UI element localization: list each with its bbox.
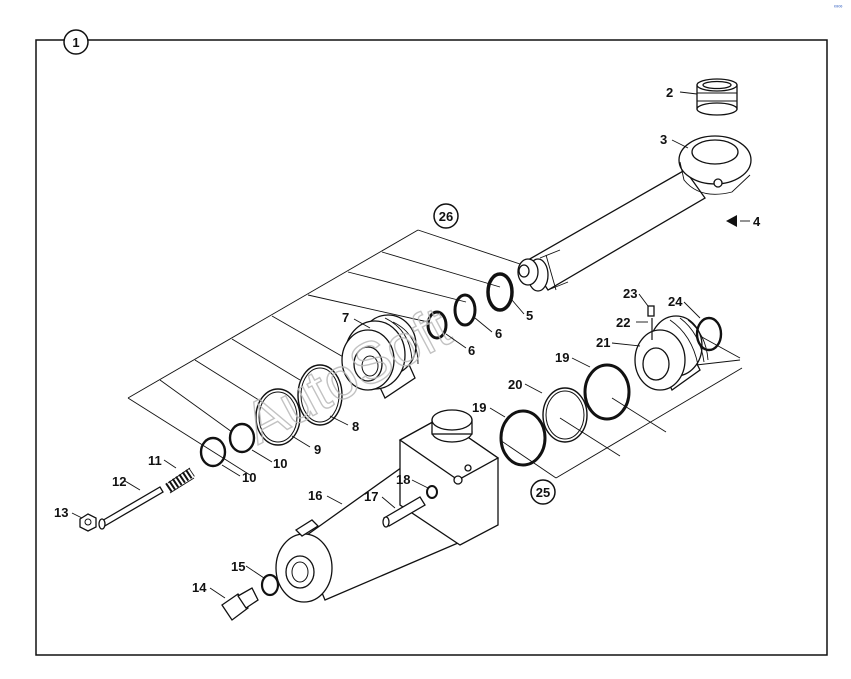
callout-5: 5 (526, 308, 533, 323)
callout-2: 2 (666, 85, 673, 100)
figure-number: 1 (72, 35, 79, 50)
callout-4: 4 (753, 214, 761, 229)
callout-18: 18 (396, 472, 410, 487)
part-14-plug (221, 587, 259, 621)
callout-9: 9 (314, 442, 321, 457)
part-9-o-ring (255, 388, 301, 446)
callout-7: 7 (342, 310, 349, 325)
kit-badge-26: 26 (433, 203, 459, 229)
callout-10b: 10 (242, 470, 256, 485)
kit-25-bracket (499, 335, 743, 479)
part-13-nut (79, 513, 97, 532)
part-3-piston-rod (517, 135, 752, 292)
callout-24: 24 (668, 294, 683, 309)
part-19-seal-b (583, 363, 631, 421)
part-20-ring (542, 387, 588, 443)
diagram-frame (35, 39, 828, 656)
callout-20: 20 (508, 377, 522, 392)
part-10-ring-a (228, 422, 256, 454)
callout-3: 3 (660, 132, 667, 147)
leader-lines (71, 91, 750, 599)
callout-6a: 6 (495, 326, 502, 341)
part-11-spring (165, 467, 195, 494)
part-19-seal-a (499, 409, 547, 467)
part-16-cylinder-barrel (275, 409, 500, 603)
callout-6b: 6 (468, 343, 475, 358)
part-6-seal-b (426, 310, 448, 340)
part-18-seal (426, 485, 438, 499)
corner-mark: ∞∞ (834, 4, 843, 10)
part-21-piston (634, 315, 709, 391)
part-24-o-ring (695, 316, 723, 352)
callout-19a: 19 (472, 400, 486, 415)
figure-number-badge: 1 (63, 29, 89, 55)
part-7-gland (341, 314, 419, 399)
callout-15: 15 (231, 559, 245, 574)
kit-25-label: 25 (536, 485, 550, 500)
callout-8: 8 (352, 419, 359, 434)
kit-26-label: 26 (439, 209, 453, 224)
callout-19b: 19 (555, 350, 569, 365)
callout-10a: 10 (273, 456, 287, 471)
callout-14: 14 (192, 580, 207, 595)
part-17-fitting (382, 496, 426, 528)
callout-labels: 2 3 4 5 6 6 7 8 9 10 10 11 12 13 14 15 1… (54, 85, 761, 595)
callout-23: 23 (623, 286, 637, 301)
callout-21: 21 (596, 335, 610, 350)
part-5-seal (486, 272, 514, 312)
callout-11: 11 (148, 453, 162, 468)
part-10-ring-b (199, 436, 227, 468)
part-12-pin (98, 486, 164, 530)
callout-13: 13 (54, 505, 68, 520)
callout-17: 17 (364, 489, 378, 504)
part-15-ring (260, 573, 280, 597)
part-2-bushing (696, 78, 738, 116)
part-23-set-screw (647, 305, 655, 317)
callout-22: 22 (616, 315, 630, 330)
kit-badge-25: 25 (530, 479, 556, 505)
callout-16: 16 (308, 488, 322, 503)
part-4-grease-nipple (726, 215, 737, 227)
part-6-seal-a (453, 293, 477, 327)
kit-26-bracket (127, 229, 521, 476)
callout-12: 12 (112, 474, 126, 489)
part-8-o-ring (297, 364, 343, 426)
